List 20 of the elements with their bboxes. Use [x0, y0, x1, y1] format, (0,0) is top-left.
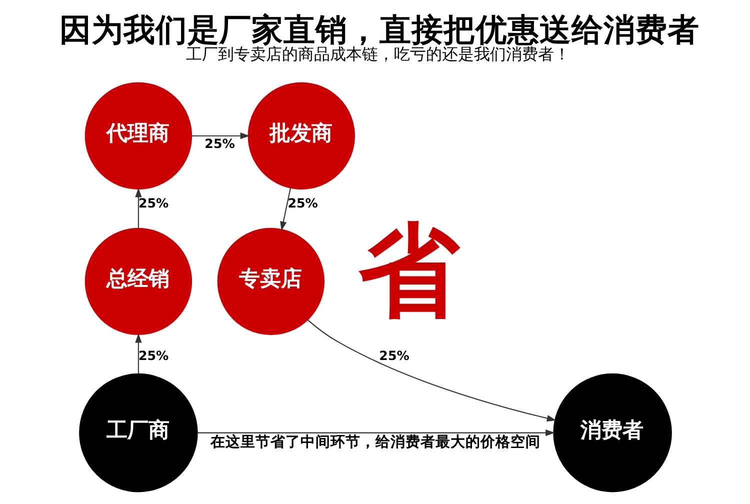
arrow: [280, 188, 290, 231]
arrow: [306, 320, 556, 422]
edge-label: 25%: [138, 195, 168, 210]
node-circle: 工厂商: [78, 373, 198, 492]
node-circle: 批发商: [247, 82, 354, 190]
arrow: [197, 430, 555, 436]
edge-label: 在这里节省了中间环节，给消费者最大的价格空间: [210, 434, 540, 451]
node-circle: 专卖店: [216, 228, 324, 336]
edge-label: 25%: [287, 195, 318, 210]
label: 省: [358, 211, 460, 330]
arrow: [134, 188, 142, 228]
node-circle: 消费者: [552, 373, 672, 492]
edge-label: 25%: [138, 348, 168, 363]
edge-label: 25%: [204, 136, 234, 152]
edge-label: 25%: [378, 348, 409, 363]
arrow: [191, 132, 250, 140]
caption: 工厂到专卖店的商品成本链，吃亏的还是我们消费者！: [185, 44, 570, 64]
node-circle: 代理商: [84, 82, 192, 190]
node-circle: 总经销: [84, 228, 192, 336]
arrow: [134, 333, 142, 374]
